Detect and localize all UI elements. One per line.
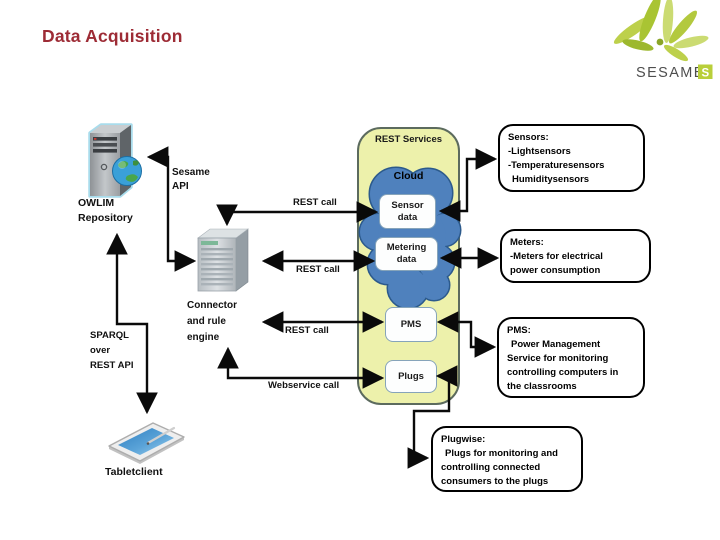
callout-line: power consumption — [510, 265, 601, 276]
callout-sensors: Sensors: -Lightsensors -Temperaturesenso… — [498, 124, 645, 192]
connector-label-line: engine — [187, 332, 220, 343]
callout-line: -Meters for electrical — [510, 251, 603, 262]
callout-pms-title: PMS: — [507, 325, 531, 336]
sesame-api-line: Sesame — [172, 167, 210, 178]
callout-line: Humiditysensors — [512, 174, 590, 185]
callout-sensors-title: Sensors: — [508, 132, 549, 143]
sparql-label-line: SPARQL — [90, 330, 129, 341]
sesame-logo-badge: S — [702, 68, 710, 80]
rest-call-label-low: REST call — [285, 325, 329, 336]
rest-call-label-top: REST call — [293, 197, 337, 208]
connector-label-line: Connector — [187, 300, 237, 311]
callout-line: Service for monitoring — [507, 353, 609, 364]
connector-label: Connector and rule engine — [187, 298, 237, 346]
arrow-rest-call-top — [216, 201, 379, 227]
globe-icon — [112, 156, 142, 186]
plugs-box: Plugs — [385, 360, 437, 393]
callout-line: -Lightsensors — [508, 146, 571, 157]
cloud-label: Cloud — [393, 170, 424, 182]
callout-pms: PMS: Power Management Service for monito… — [497, 317, 645, 398]
owlim-label-line: OWLIM — [78, 197, 115, 209]
sparql-label-line: over — [90, 345, 111, 356]
callout-line: controlling connected — [441, 462, 541, 473]
callout-plugwise-title: Plugwise: — [441, 434, 486, 445]
pms-box: PMS — [385, 307, 437, 342]
sparql-label: SPARQL over REST API — [90, 328, 133, 373]
connector-label-line: and rule — [187, 316, 226, 327]
metering-data-box: Metering data — [375, 237, 438, 271]
sesame-logo-leaves-icon — [613, 0, 709, 62]
callout-line: -Temperaturesensors — [508, 160, 605, 171]
owlim-server-icon — [88, 123, 142, 198]
sesame-logo-badge-box — [698, 64, 713, 79]
callout-plugwise: Plugwise: Plugs for monitoring and contr… — [431, 426, 583, 492]
callout-line: consumers to the plugs — [441, 476, 549, 487]
rest-services-title: REST Services — [374, 134, 443, 145]
sparql-label-line: REST API — [90, 360, 134, 371]
sesame-logo: SESAME S — [613, 0, 713, 81]
page-title: Data Acquisition — [42, 26, 183, 46]
callout-line: Power Management — [511, 339, 601, 350]
tablet-label: Tabletclient — [105, 466, 163, 478]
tablet-icon — [108, 422, 185, 464]
arrow-sparql-tablet — [106, 232, 158, 415]
sesame-api-line: API — [172, 181, 189, 192]
sensor-data-box: Sensor data — [379, 194, 436, 229]
owlim-label: OWLIM Repository — [78, 196, 133, 226]
callout-line: the classrooms — [507, 381, 577, 392]
owlim-label-line: Repository — [78, 212, 133, 224]
callout-line: controlling computers in — [507, 367, 619, 378]
callout-meters: Meters: -Meters for electrical power con… — [500, 229, 651, 283]
webservice-call-label: Webservice call — [268, 380, 340, 391]
callout-meters-title: Meters: — [510, 237, 544, 248]
callout-line: Plugs for monitoring and — [445, 448, 558, 459]
rest-call-label-mid: REST call — [296, 264, 340, 275]
connector-server-icon — [197, 228, 249, 292]
sesame-api-label: Sesame API — [172, 166, 210, 194]
sesame-logo-text: SESAME — [636, 65, 705, 81]
